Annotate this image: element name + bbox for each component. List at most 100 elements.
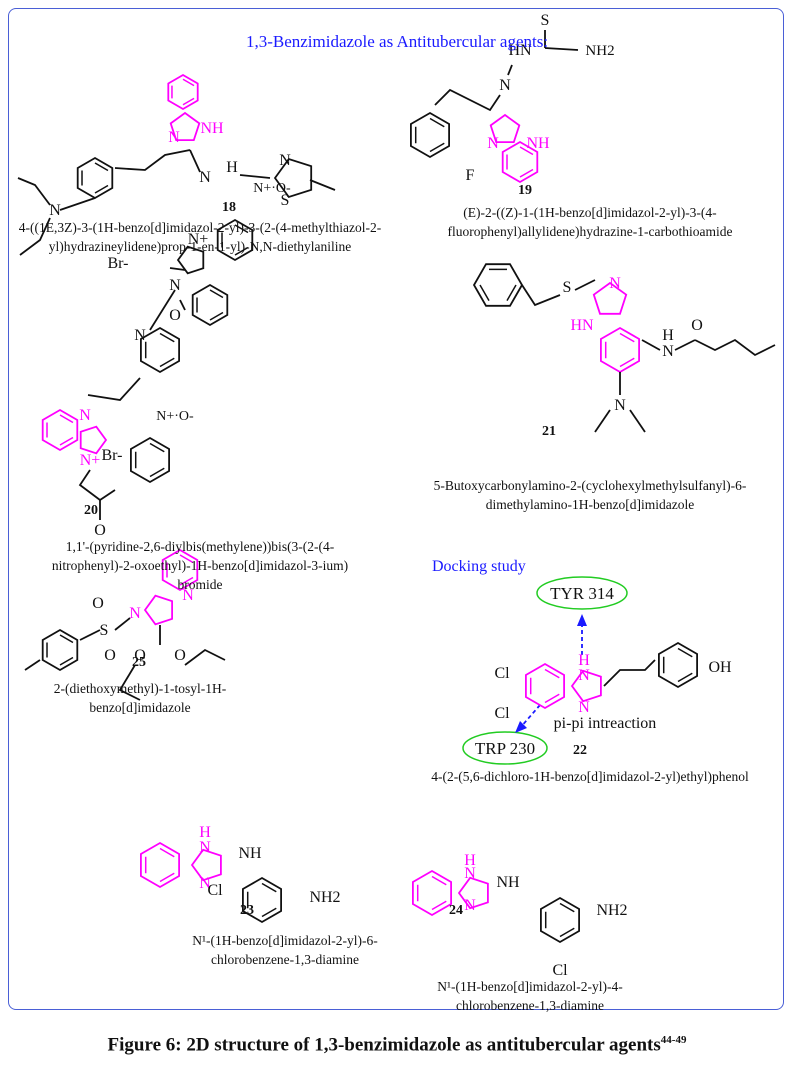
bond: [694, 338, 776, 357]
compound-23-label: 23: [240, 903, 254, 918]
double-bond: [559, 902, 575, 913]
bond: [629, 409, 646, 433]
compound-23-name: N¹-(1H-benzo[d]imidazol-2-yl)-6- chlorob…: [160, 931, 410, 969]
double-bond: [519, 146, 534, 156]
bond: [78, 469, 116, 502]
atom-label: N: [464, 865, 476, 882]
bond: [674, 339, 696, 351]
atom-label: NH2: [596, 902, 627, 919]
nitrophenyl-ring: [129, 436, 171, 484]
name-line: bromide: [177, 577, 223, 592]
atom-label: N: [199, 169, 211, 186]
bond: [59, 197, 96, 211]
double-bond: [59, 436, 74, 446]
imidazole-ring: [570, 669, 602, 703]
atom-label: Cl: [494, 665, 510, 682]
bond: [239, 174, 271, 179]
atom-label: N+·O-: [253, 181, 291, 196]
benzimidazole-benzene-ring: [161, 548, 199, 592]
double-bond: [544, 693, 560, 704]
compound-25-name: 2-(diethoxymethyl)-1-tosyl-1H- benzo[d]i…: [20, 679, 260, 717]
atom-label: N: [79, 407, 91, 424]
double-bond: [159, 847, 175, 858]
double-bond: [209, 311, 224, 321]
trp-230-ellipse: [462, 731, 548, 765]
bond: [169, 267, 186, 271]
bond: [184, 648, 226, 666]
pi-pi-interaction-label: pi-pi intreaction: [554, 715, 657, 732]
bond: [118, 664, 141, 701]
atom-label: Cl: [494, 705, 510, 722]
double-bond: [431, 900, 447, 911]
chlorobenzene-ring: [540, 896, 580, 944]
atom-label: H: [464, 852, 476, 869]
benzimidazole-benzene-ring: [411, 869, 453, 917]
double-bond: [619, 357, 635, 368]
arrow-head: [515, 721, 527, 733]
compound-19-label: 19: [518, 183, 532, 198]
name-line: yl)hydrazineylidene)prop-1-en-1-yl)-N,N-…: [48, 239, 352, 254]
tyr-314-ellipse: [536, 576, 628, 610]
double-bond: [544, 668, 560, 679]
atom-label: O: [104, 647, 116, 664]
compound-19-name: (E)-2-((Z)-1-(1H-benzo[d]imidazol-2-yl)-…: [400, 203, 780, 241]
atom-label: OH: [708, 659, 732, 676]
atom-label: N+: [80, 452, 101, 469]
bond: [603, 659, 656, 687]
atom-label: N: [578, 667, 590, 684]
atom-label: Cl: [207, 882, 223, 899]
name-line: nitrophenyl)-2-oxoethyl)-1H-benzo[d]imid…: [51, 558, 349, 573]
benzene-ring: [191, 283, 229, 327]
benzimidazole-benzene-ring: [41, 408, 79, 452]
atom-label: NH: [238, 845, 262, 862]
atom-label: N: [614, 397, 626, 414]
bond: [114, 617, 131, 631]
name-line: dimethylamino-1H-benzo[d]imidazole: [485, 497, 695, 512]
double-bond: [149, 467, 165, 478]
atom-label: N: [168, 129, 180, 146]
atom-label: N: [169, 277, 181, 294]
atom-label: S: [100, 622, 109, 639]
benzimidazole-benzene-ring: [525, 662, 565, 710]
double-bond: [559, 927, 575, 938]
compound-18-name: 4-((1E,3Z)-3-(1H-benzo[d]imidazol-2-yl)-…: [10, 218, 390, 256]
compound-22-name: 4-(2-(5,6-dichloro-1H-benzo[d]imidazol-2…: [400, 767, 780, 786]
atom-label: O: [134, 647, 146, 664]
atom-label: N: [487, 135, 499, 152]
imidazole-ring: [592, 281, 628, 315]
atom-label: NH: [200, 120, 224, 137]
atom-label: Cl: [552, 962, 568, 979]
name-line: 1,1'-(pyridine-2,6-diylbis(methylene))bi…: [65, 539, 335, 554]
atom-label: HN: [508, 42, 532, 59]
atom-label: N: [662, 343, 674, 360]
bond: [19, 217, 51, 256]
benzimidazole-benzene-ring: [501, 140, 539, 184]
atom-label: O: [691, 317, 703, 334]
compound-20-label: 20: [84, 503, 98, 518]
atom-label: N+·O-: [156, 409, 194, 424]
atom-label: S: [281, 192, 290, 209]
double-bond: [94, 184, 109, 194]
atom-label: N: [578, 699, 590, 716]
benzimidazole-benzene-ring: [600, 326, 640, 374]
compound-21-label: 21: [542, 424, 556, 439]
bond: [519, 704, 541, 729]
atom-label: S: [541, 12, 550, 29]
atom-label: N: [279, 152, 291, 169]
imidazole-ring: [190, 848, 222, 882]
double-bond: [429, 117, 445, 128]
name-line: chlorobenzene-1,3-diamine: [455, 998, 605, 1013]
residue-tyr-314: TYR 314: [550, 584, 614, 603]
bond: [17, 177, 51, 206]
atom-label: N: [182, 587, 194, 604]
atom-label: H: [578, 652, 590, 669]
atom-label: O: [169, 307, 181, 324]
double-bond: [261, 907, 277, 918]
compound-24-label: 24: [449, 903, 463, 918]
compound-21-name: 5-Butoxycarbonylamino-2-(cyclohexylmethy…: [400, 476, 780, 514]
atom-label: S: [563, 279, 572, 296]
figure-caption: Figure 6: 2D structure of 1,3-benzimidaz…: [0, 1034, 794, 1056]
atom-label: Br-: [101, 447, 122, 464]
double-bond: [59, 656, 74, 666]
